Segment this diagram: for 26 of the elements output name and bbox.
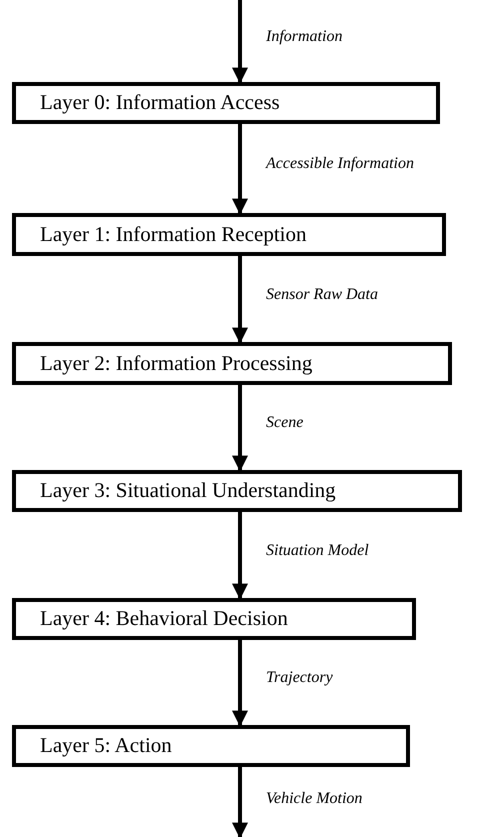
layer-box [12, 470, 462, 512]
layer-name: Layer 2: Information Processing [40, 350, 312, 377]
layer-box [12, 213, 446, 256]
layer-name: Layer 0: Information Access [40, 89, 280, 116]
arrow [232, 124, 248, 215]
layer-box [12, 725, 410, 767]
edge-label: Situation Model [266, 542, 369, 559]
layer-box [12, 598, 416, 640]
edge-label: Trajectory [266, 670, 333, 686]
layer-box [12, 82, 440, 124]
layer-name: Layer 1: Information Reception [40, 220, 306, 248]
edge-label: Scene [266, 415, 304, 432]
arrow [232, 0, 248, 84]
arrow [232, 385, 248, 472]
arrow [232, 640, 248, 727]
edge-label: Sensor Raw Data [266, 286, 378, 303]
arrow [232, 512, 248, 600]
layer-name: Layer 4: Behavioral Decision [40, 605, 288, 632]
edge-label: Information [266, 28, 342, 45]
layer-name: Layer 3: Situational Understanding [40, 477, 336, 504]
layer-box [12, 342, 452, 385]
arrow [232, 256, 248, 344]
edge-label: Accessible Information [266, 156, 414, 172]
arrow [232, 767, 248, 837]
layer-name: Layer 5: Action [40, 732, 172, 760]
edge-label: Vehicle Motion [266, 790, 362, 806]
